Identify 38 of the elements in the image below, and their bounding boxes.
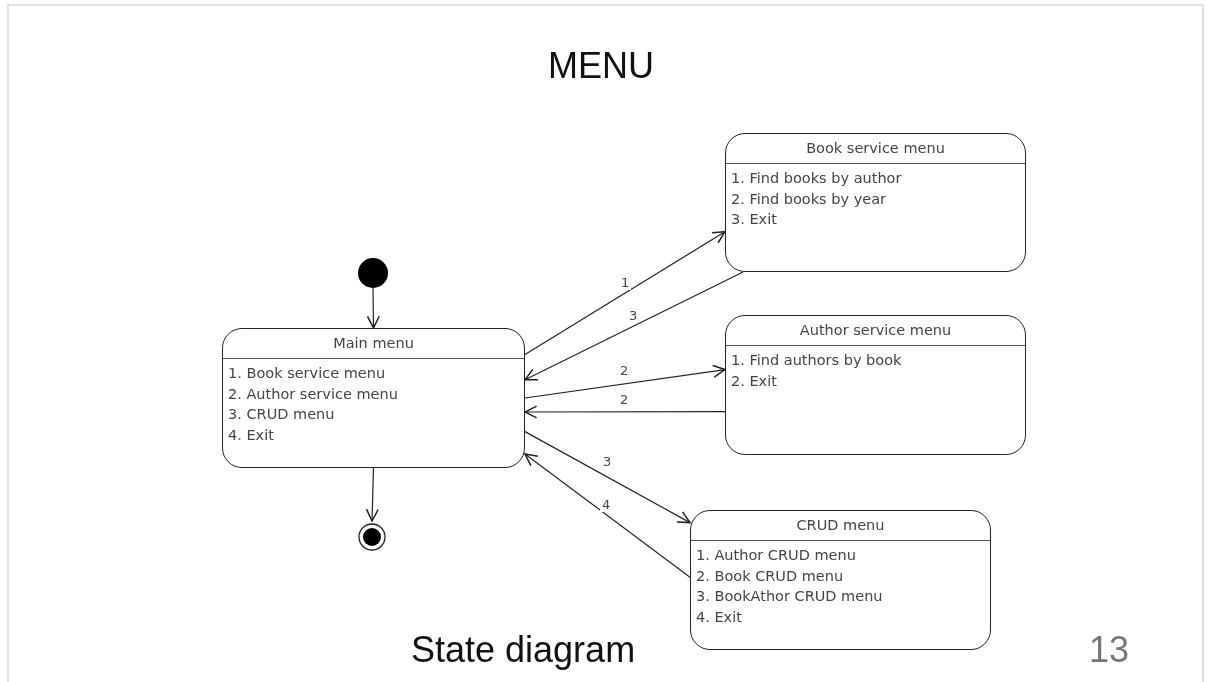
transition-arrow: [524, 405, 726, 419]
menu-item: 1. Find authors by book: [731, 351, 902, 370]
transition-arrow: [524, 271, 744, 381]
transition-arrow: [524, 453, 691, 578]
state-name: Author service menu: [726, 316, 1025, 346]
menu-item: 2. Exit: [731, 371, 777, 391]
state-box: [725, 315, 1026, 455]
menu-item: 4. Exit: [228, 425, 274, 445]
transition-arrow: [524, 431, 691, 524]
edge-label: 3: [601, 455, 614, 469]
edge-label: 4: [600, 498, 613, 512]
slide-title: MENU: [548, 46, 654, 86]
state-name: Main menu: [223, 329, 524, 359]
menu-item: 1. Book service menu: [228, 364, 386, 383]
caption: State diagram: [411, 630, 636, 670]
menu-item: 3. CRUD menu: [228, 405, 335, 424]
state-name: Book service menu: [726, 134, 1025, 164]
state-box: [222, 328, 525, 468]
menu-item: 3. BookAthor CRUD menu: [696, 587, 883, 606]
initial-state-dot: [358, 258, 388, 288]
menu-item: 2. Book CRUD menu: [696, 566, 844, 586]
menu-item: 2. Author service menu: [228, 384, 398, 404]
transition-arrow: [366, 287, 380, 329]
transition-arrow: [524, 230, 726, 356]
edge-label: 1: [619, 276, 632, 290]
edge-label: 3: [627, 309, 640, 323]
menu-item: 1. Find books by author: [731, 169, 902, 188]
state-box: [725, 133, 1026, 272]
menu-item: 4. Exit: [696, 607, 742, 627]
final-state-circle: [356, 521, 388, 553]
menu-item: 2. Find books by year: [731, 189, 886, 209]
menu-item: 1. Author CRUD menu: [696, 546, 856, 565]
page-number: 13: [1089, 630, 1130, 670]
menu-item: 3. Exit: [731, 210, 777, 229]
transition-arrow: [524, 364, 726, 399]
state-box: [690, 510, 991, 650]
state-name: CRUD menu: [691, 511, 990, 541]
transition-arrow: [365, 467, 379, 522]
